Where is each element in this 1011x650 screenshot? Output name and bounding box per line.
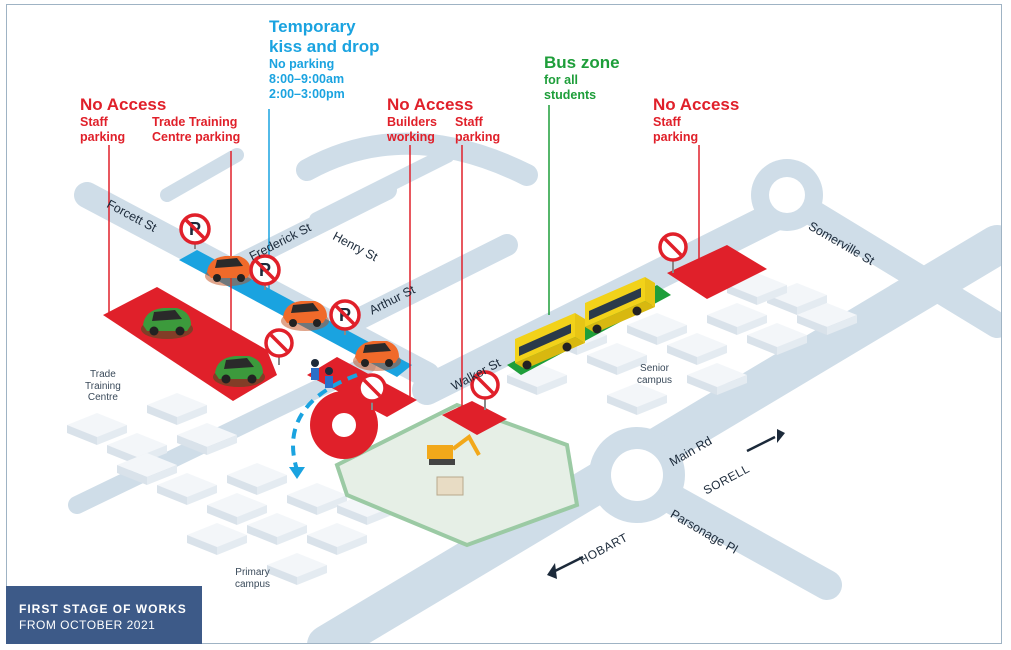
label-no-access-2: No Access — [387, 95, 474, 114]
walking-route — [291, 373, 358, 471]
label-trade-training: Trade Training — [152, 115, 238, 129]
no-parking-sign-icon — [179, 213, 211, 249]
no-entry-sign-icon — [470, 370, 500, 410]
no-entry-sign-icon — [264, 328, 294, 365]
label-parking-3: parking — [653, 130, 699, 144]
label-builders: Builders — [387, 115, 438, 129]
label-no-access-1: No Access — [80, 95, 167, 114]
banner-title: FIRST STAGE OF WORKS — [19, 602, 187, 616]
road-henry — [309, 147, 455, 228]
banner-subtitle: FROM OCTOBER 2021 — [19, 618, 156, 632]
area-senior-campus: Senior campus — [637, 363, 673, 386]
stage-banner: FIRST STAGE OF WORKS FROM OCTOBER 2021 — [6, 586, 202, 644]
label-for-all: for all — [544, 73, 579, 87]
label-temporary: Temporary — [269, 17, 356, 36]
no-parking-sign-icon — [249, 254, 281, 290]
label-no-parking: No parking — [269, 57, 335, 71]
area-primary-campus: Primary campus — [235, 567, 271, 590]
arrow-left-icon — [547, 555, 584, 579]
label-bus-zone: Bus zone — [544, 53, 620, 72]
label-staff: Staff — [80, 115, 108, 129]
label-no-access-3: No Access — [653, 95, 740, 114]
label-time-am: 8:00–9:00am — [269, 72, 345, 86]
construction-site — [334, 402, 580, 548]
road-arthur — [336, 234, 518, 336]
label-kiss-and-drop: kiss and drop — [269, 37, 380, 56]
road-parsonage — [632, 470, 842, 600]
label-staff-2: Staff — [455, 115, 483, 129]
label-students: students — [544, 88, 597, 102]
arrow-right-icon — [746, 429, 785, 453]
campus-map: P — [67, 105, 1001, 643]
no-entry-sign-icon — [357, 373, 387, 410]
map-frame: P — [6, 4, 1002, 644]
area-trade-training-centre: Trade Training Centre — [85, 369, 121, 403]
students-icon — [311, 359, 333, 388]
excavator-icon — [427, 434, 481, 496]
no-entry-sign-icon — [658, 232, 688, 273]
no-access-zone-staff-3 — [667, 245, 767, 299]
no-access-zone-staff-2 — [442, 401, 507, 435]
label-staff-3: Staff — [653, 115, 681, 129]
label-parking: parking — [80, 130, 126, 144]
label-parking-2: parking — [455, 130, 501, 144]
label-working: working — [387, 130, 435, 144]
label-time-pm: 2:00–3:00pm — [269, 87, 345, 101]
no-parking-sign-icon — [329, 299, 361, 335]
label-centre-parking: Centre parking — [152, 130, 241, 144]
